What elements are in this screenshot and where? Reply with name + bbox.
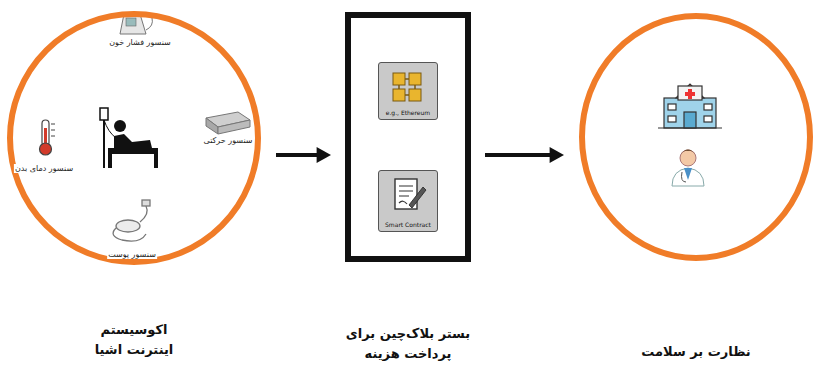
node-heading: نظارت بر سلامت [616, 342, 776, 362]
flow-arrow [276, 147, 331, 163]
thermometer-icon [40, 120, 56, 155]
sensor-label: سنسور حرکتی [202, 136, 253, 145]
icon-caption: e.g., Ethereum [379, 109, 437, 116]
skin-sensor-icon [113, 200, 150, 241]
health-circle: نظارت بر سلامت [578, 12, 814, 262]
icon-caption: Smart Contract [379, 221, 437, 228]
hospital-icon [658, 84, 722, 128]
motion-sensor-icon [206, 112, 250, 134]
node-heading: بستر بلاک‌چین برای پرداخت هزینه [333, 324, 483, 363]
circle-outline [578, 12, 814, 262]
node-heading: اکوسیستم اینترنت اشیا [79, 320, 189, 359]
doctor-icon [672, 150, 704, 187]
flow-arrow [485, 147, 564, 163]
blockchain-panel: بستر بلاک‌چین برای پرداخت هزینهe.g., Eth… [345, 12, 471, 262]
sensor-label: سنسور دمای بدن [14, 164, 74, 173]
ethereum-box: e.g., Ethereum [378, 62, 438, 120]
contract-icon [379, 175, 435, 215]
smart-contract-box: Smart Contract [378, 170, 438, 232]
patient-icon [100, 108, 158, 168]
sensor-label: سنسور فشار خون [108, 38, 172, 47]
eth-icon [379, 67, 435, 107]
sensor-label: سنسور پوست [107, 250, 157, 259]
